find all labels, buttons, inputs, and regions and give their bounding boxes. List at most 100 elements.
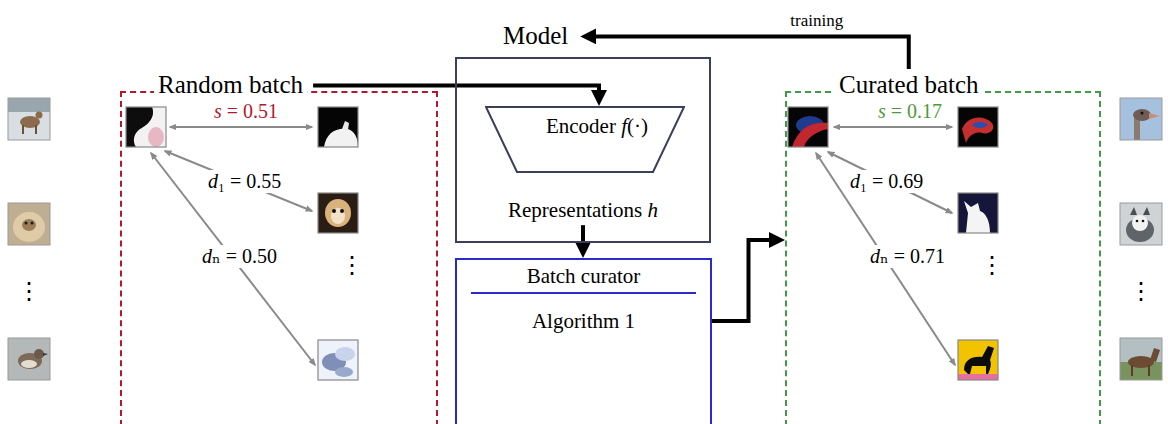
- batch-title: Random batch: [154, 71, 307, 100]
- distance-arrow-part: [170, 126, 312, 128]
- distance-arrow-part: [151, 153, 315, 365]
- text-run: Model: [503, 22, 568, 49]
- encoder-label: Encoder f(·): [546, 114, 648, 138]
- source-thumbnail-part-part: [8, 203, 50, 245]
- distance-arrow-part: [834, 126, 952, 128]
- source-thumbnail-part-part: [22, 219, 36, 231]
- text-run: ₁ = 0.69: [860, 170, 923, 192]
- curated-patches-part-part: [962, 118, 993, 143]
- source-thumbnail-part-part: [1134, 118, 1140, 140]
- text-run: ₙ = 0.71: [880, 245, 945, 267]
- curated-patches: [788, 107, 998, 380]
- curated-patches-part-part: [972, 122, 988, 128]
- random-patches-part-part: [340, 209, 344, 213]
- random-patches-part-part: [331, 208, 345, 224]
- similarity-value: s = 0.51: [212, 100, 280, 123]
- curated-patches-part-part: [958, 107, 998, 147]
- text-run: s: [878, 100, 886, 122]
- text-run: s: [214, 100, 222, 122]
- text-run: Encoder: [546, 114, 621, 138]
- random-patches-part-part: [318, 107, 358, 147]
- curated-patches-part-part: [958, 340, 998, 380]
- flow-arrow: [594, 36, 908, 69]
- encoder-trapezoid: Encoder f(·): [485, 106, 685, 173]
- distance-value: dₙ = 0.50: [200, 245, 279, 268]
- text-run: ⋮: [17, 278, 41, 304]
- random-patches-part-part: [148, 127, 164, 147]
- text-run: Batch curator: [527, 264, 641, 288]
- random-patches-part-part: [318, 340, 358, 380]
- source-thumbnail-part-part: [1130, 207, 1150, 215]
- representation-label: Representations h: [508, 198, 658, 222]
- ellipsis-dots: ⋮: [338, 252, 366, 280]
- text-run: d: [850, 170, 860, 192]
- text-run: ⋮: [980, 252, 1004, 278]
- random-patches-part-part: [332, 209, 336, 213]
- source-thumbnail-part-part: [1120, 203, 1162, 245]
- model-box: Encoder f(·)ModelRepresentations h: [455, 57, 711, 243]
- curated-patches-part-part: [958, 340, 998, 380]
- text-run: = 0.17: [886, 100, 942, 122]
- text-run: (·): [627, 114, 648, 138]
- ellipsis-dots: ⋮: [1127, 278, 1155, 306]
- source-thumbnail-part-part: [8, 338, 50, 380]
- text-run: Algorithm 1: [532, 309, 635, 333]
- source-thumbnail-part-part: [34, 349, 44, 359]
- curated-patches-part-part: [788, 107, 828, 147]
- source-thumbnail-part-part: [13, 212, 45, 242]
- curator-heading: Batch curator: [527, 264, 641, 288]
- text-run: Random batch: [158, 71, 303, 98]
- random-patches-part: [318, 193, 358, 233]
- random-patches-part-part: [318, 193, 358, 233]
- random-patches-part-part: [335, 367, 353, 377]
- text-run: Representations: [508, 198, 647, 222]
- text-run: = 0.51: [222, 100, 278, 122]
- curated-patches-part: [788, 107, 828, 147]
- text-run: training: [790, 11, 843, 30]
- curated-patches-part-part: [958, 374, 998, 380]
- source-thumbnail-part-part: [36, 112, 43, 119]
- source-thumbnail-part-part: [43, 353, 48, 356]
- curated-patches-part-part: [792, 123, 828, 147]
- batch-title: Curated batch: [835, 71, 983, 100]
- source-thumbnail-part: [1120, 98, 1162, 140]
- source-thumbnail-part: [8, 338, 50, 380]
- batch-curator-box: Batch curatorAlgorithm 1: [455, 258, 712, 424]
- random-patches-part-part: [318, 107, 358, 147]
- curated-patches-part-part: [788, 107, 828, 147]
- curated-patches-part: [958, 107, 998, 147]
- curated-patches-part: [958, 193, 998, 233]
- text-run: ₁ = 0.55: [218, 170, 281, 192]
- curator-body: Algorithm 1: [532, 309, 635, 333]
- source-thumbnail-part-part: [1142, 220, 1145, 223]
- source-thumbnail-part-part: [8, 98, 50, 140]
- source-thumbnail-part-part: [8, 98, 50, 112]
- text-run: d: [870, 245, 880, 267]
- source-thumbnail-part-part: [31, 222, 34, 225]
- source-thumbnail: [8, 98, 1162, 380]
- ellipsis-dots: ⋮: [978, 252, 1006, 280]
- random-patches-part-part: [126, 107, 166, 147]
- source-thumbnail-part-part: [1132, 215, 1148, 231]
- similarity-value: s = 0.17: [876, 100, 944, 123]
- source-thumbnail-part-part: [8, 338, 50, 380]
- distance-value: d₁ = 0.69: [848, 170, 925, 193]
- flow-arrow: [712, 240, 771, 321]
- curated-patches-part-part: [958, 193, 998, 233]
- source-thumbnail-part: [8, 98, 50, 140]
- source-thumbnail-part-part: [1120, 98, 1162, 140]
- curated-patches-part-part: [964, 201, 990, 233]
- curated-patches-part-part: [958, 107, 998, 147]
- source-thumbnail-part-part: [1150, 348, 1160, 362]
- distance-arrow-part: [828, 152, 952, 213]
- random-patches-part-part: [324, 129, 358, 147]
- random-patches-part: [318, 107, 358, 147]
- distance-value: dₙ = 0.71: [868, 245, 947, 268]
- distance-arrow-part: [816, 153, 955, 365]
- distance-arrow-part: [165, 151, 312, 211]
- random-patches-part: [318, 340, 358, 380]
- distance-arrow: [151, 127, 955, 365]
- source-thumbnail-part-part: [1136, 220, 1139, 223]
- text-run: d: [208, 170, 218, 192]
